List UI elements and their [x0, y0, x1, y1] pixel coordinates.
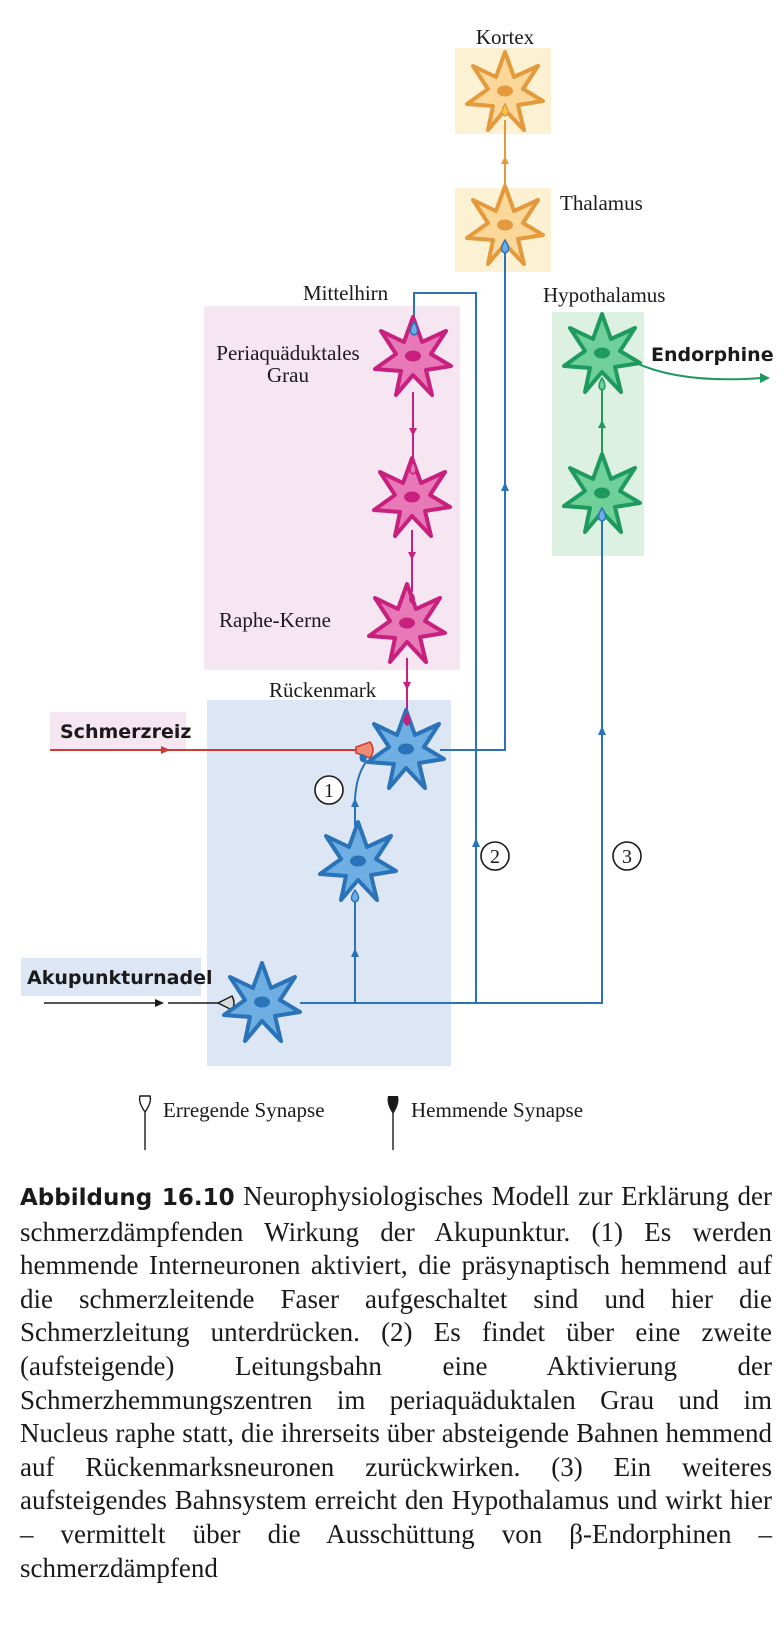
presynaptic-inhibitory-terminal	[359, 754, 367, 763]
interneuron-excitatory-terminal	[350, 888, 360, 903]
label-raphe-kerne: Raphe-Kerne	[219, 608, 331, 632]
pathway-marker-2: 2	[490, 846, 500, 868]
inhibitory-interneuron	[318, 820, 398, 902]
schmerzreiz-label-bg	[50, 712, 186, 750]
hypothalamus-neuron-lower	[562, 452, 642, 534]
label-hypothalamus: Hypothalamus	[543, 283, 665, 307]
pathway-marker-3: 3	[622, 846, 632, 868]
label-periaquaeduktales: Periaquäduktales	[216, 341, 359, 365]
acupuncture-efferent	[300, 510, 603, 1004]
label-rueckenmark: Rückenmark	[269, 678, 377, 702]
raphe-inhibitory-terminal	[409, 592, 415, 604]
endorphine-arrowhead	[760, 373, 770, 383]
thalamus-excitatory-terminal	[500, 238, 510, 254]
magenta-terminal-2	[409, 460, 417, 475]
arrow-up-green	[598, 420, 606, 428]
akupunkturnadel-label-bg	[21, 958, 201, 996]
label-grau: Grau	[267, 363, 309, 387]
arrow-up-midbrain	[472, 838, 480, 847]
legend-inhibitory-synapse-icon	[387, 1096, 399, 1114]
arrow-down-2	[408, 552, 416, 560]
legend: Erregende Synapse Hemmende Synapse	[138, 1095, 583, 1150]
thalamus-neuron	[465, 184, 545, 266]
caption-text: Neurophysiologisches Modell zur Erklärun…	[20, 1181, 773, 1583]
figure-label: Abbildung 16.10	[20, 1185, 235, 1211]
arrow-up-interneuron	[351, 948, 359, 957]
pathway-marker-2-circle	[480, 841, 510, 871]
spinal-projection-neuron	[366, 708, 446, 790]
midbrain-excitatory-terminal	[409, 320, 419, 336]
arrow-down-3	[403, 682, 411, 690]
raphe-neuron	[367, 582, 447, 664]
label-kortex: Kortex	[476, 25, 535, 49]
pain-arrowhead	[161, 746, 170, 754]
hypothalamus-neuron-upper	[562, 312, 642, 394]
label-mittelhirn: Mittelhirn	[303, 281, 389, 305]
pathway-marker-1-circle	[314, 775, 344, 805]
arrow-down-1	[409, 428, 417, 436]
label-endorphine: Endorphine	[651, 344, 774, 366]
legend-excitatory-label: Erregende Synapse	[163, 1098, 325, 1122]
acupuncture-afferent-neuron	[222, 961, 302, 1043]
needle-arrowhead	[155, 999, 164, 1007]
arrow-up-path1	[351, 798, 359, 807]
pathway-marker-1: 1	[324, 780, 334, 802]
figure-caption: Abbildung 16.10 Neurophysiologisches Mod…	[20, 1180, 772, 1585]
kortex-excitatory-terminal	[501, 102, 509, 117]
magenta-interneuron	[372, 456, 452, 538]
label-thalamus: Thalamus	[560, 191, 643, 215]
periaquaeduktal-neuron	[373, 315, 453, 397]
arrow-up-hypothalamus	[598, 726, 606, 735]
arrow-up-thalamus	[501, 482, 509, 491]
kortex-neuron	[465, 50, 545, 132]
legend-excitatory-synapse-icon	[138, 1095, 152, 1114]
arrow-up-cortex	[501, 156, 509, 164]
label-akupunkturnadel: Akupunkturnadel	[27, 967, 212, 989]
hypothalamus-excitatory-terminal	[597, 506, 607, 522]
legend-inhibitory-label: Hemmende Synapse	[411, 1098, 583, 1122]
pathway-marker-3-circle	[612, 841, 642, 871]
endorphine-release-path	[633, 361, 763, 381]
pain-presynaptic-terminal	[355, 741, 374, 759]
spinal-inhibitory-terminal	[403, 712, 411, 726]
acupuncture-pain-model-diagram: 1 2 3 Kortex Thalamus Mittelhirn Hypotha…	[21, 25, 774, 1150]
label-schmerzreiz: Schmerzreiz	[60, 721, 191, 743]
hypothalamus-terminal-upper	[598, 376, 606, 391]
ascending-path-midbrain	[413, 292, 477, 1003]
